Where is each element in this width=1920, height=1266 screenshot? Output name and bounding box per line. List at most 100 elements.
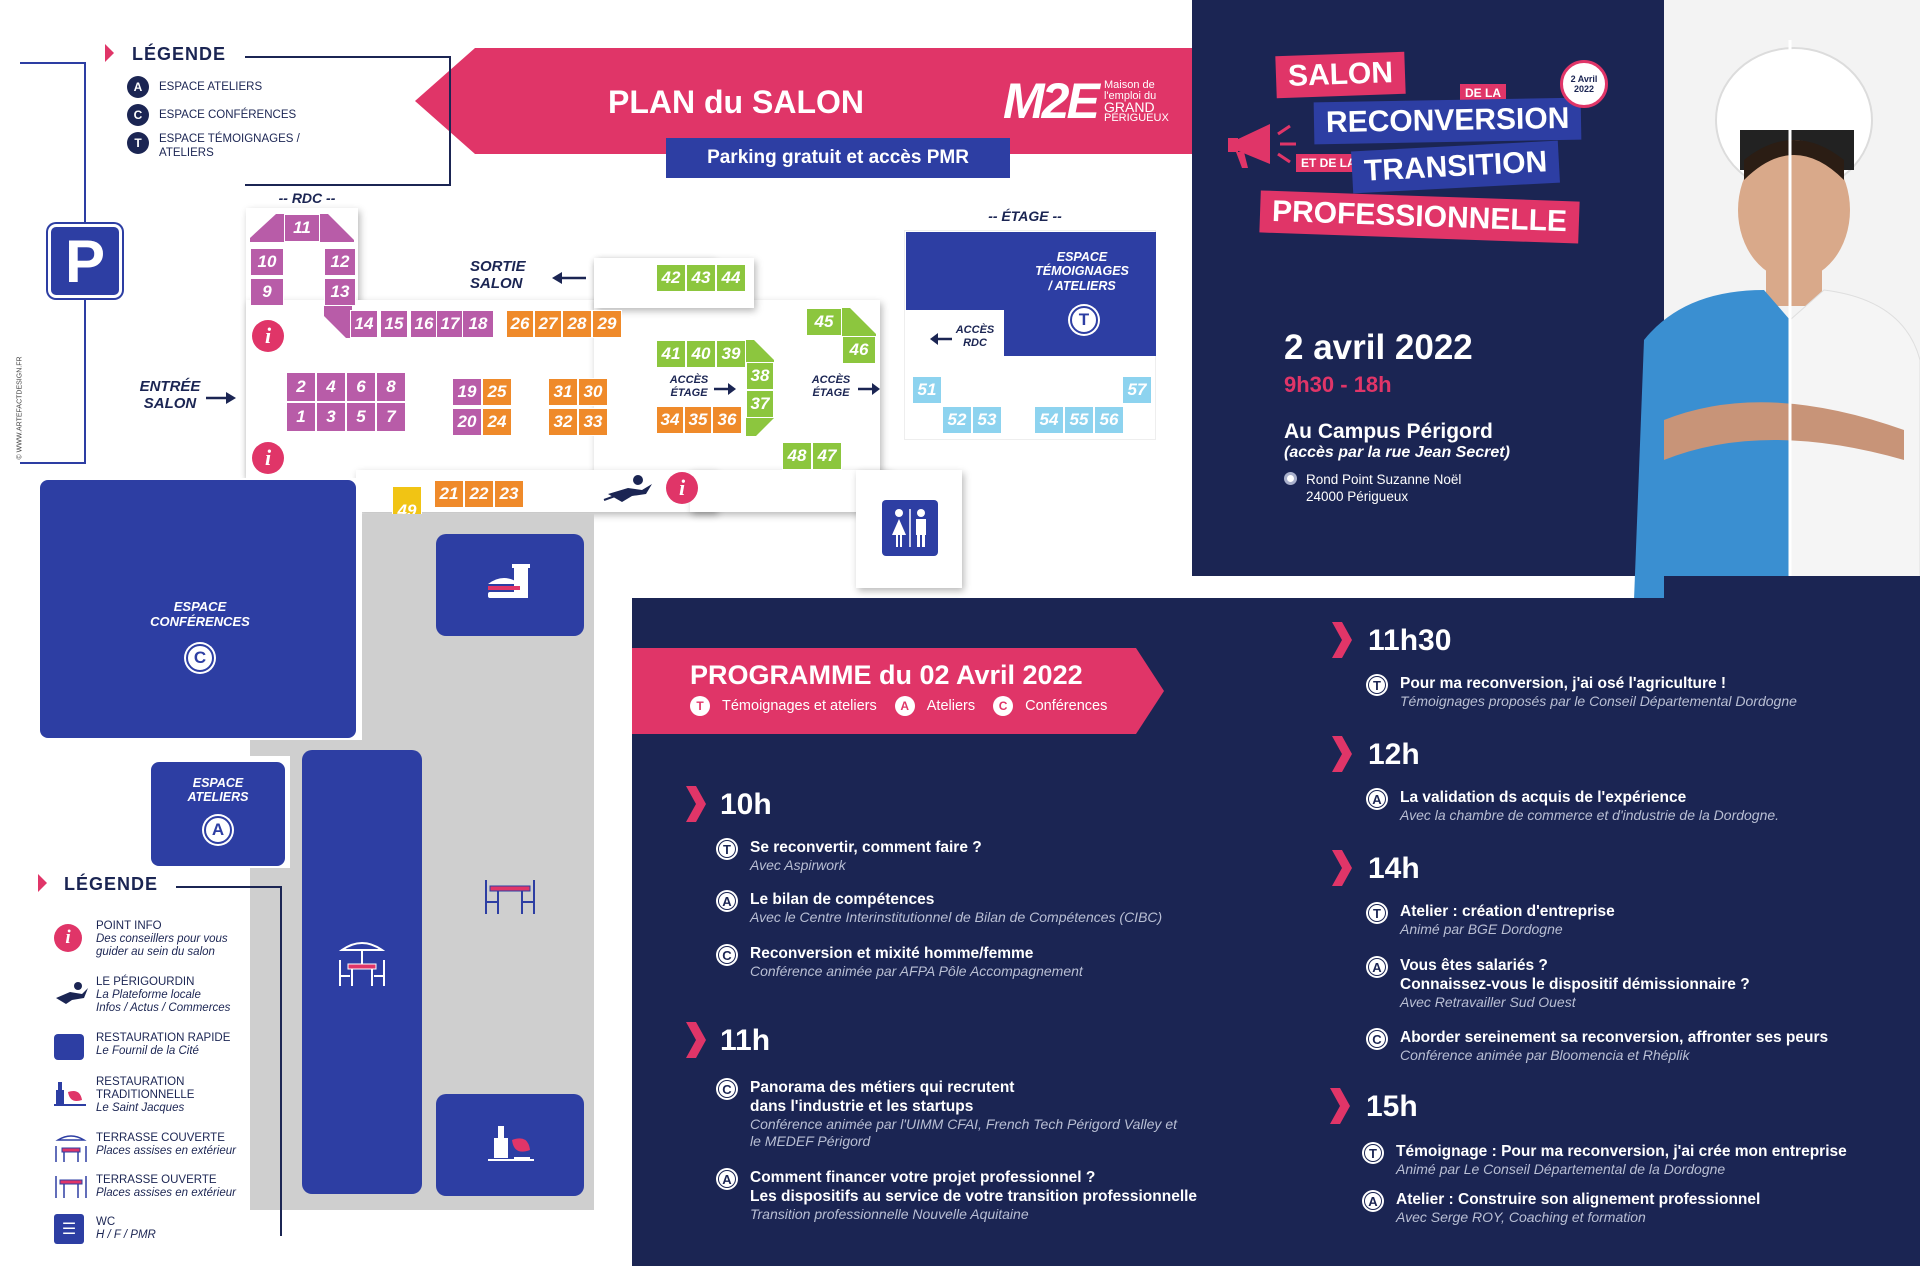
event-item[interactable]: T Se reconvertir, comment faire ? Avec A… — [716, 838, 1270, 874]
stand-35[interactable]: 35 — [684, 406, 712, 434]
ateliers-line-2: ATELIERS — [187, 790, 249, 805]
stand-25[interactable]: 25 — [482, 378, 512, 406]
stand-20[interactable]: 20 — [452, 408, 482, 436]
stand-18[interactable]: 18 — [462, 310, 494, 338]
stand-15[interactable]: 15 — [380, 310, 408, 338]
stand-41[interactable]: 41 — [656, 340, 686, 368]
restaurant-icon — [54, 1082, 86, 1106]
stand-52[interactable]: 52 — [942, 406, 972, 434]
stand-19[interactable]: 19 — [452, 378, 482, 406]
stand-34[interactable]: 34 — [656, 406, 684, 434]
stand-55[interactable]: 55 — [1064, 406, 1094, 434]
event-item[interactable]: A La validation ds acquis de l'expérienc… — [1366, 788, 1910, 824]
stand-29[interactable]: 29 — [592, 310, 622, 338]
event-item[interactable]: T Pour ma reconversion, j'ai osé l'agric… — [1366, 674, 1910, 710]
stand-13[interactable]: 13 — [324, 278, 356, 306]
stand-47[interactable]: 47 — [812, 442, 842, 470]
stand-5[interactable]: 5 — [346, 402, 376, 432]
stand-14[interactable]: 14 — [350, 310, 378, 338]
perigourdin-icon — [603, 475, 652, 502]
stand-54[interactable]: 54 — [1034, 406, 1064, 434]
event-sub: Avec Aspirwork — [750, 857, 846, 873]
stand-56[interactable]: 56 — [1094, 406, 1124, 434]
stand-57[interactable]: 57 — [1122, 376, 1152, 404]
stand-12[interactable]: 12 — [324, 248, 356, 276]
stand-36[interactable]: 36 — [712, 406, 742, 434]
stand-32[interactable]: 32 — [548, 408, 578, 436]
stand-43[interactable]: 43 — [686, 264, 716, 292]
event-item[interactable]: T Témoignage : Pour ma reconversion, j'a… — [1362, 1142, 1916, 1178]
stand-26[interactable]: 26 — [506, 310, 534, 338]
stand-3[interactable]: 3 — [316, 402, 346, 432]
stand-45[interactable]: 45 — [806, 308, 842, 336]
logo-reconversion: RECONVERSION — [1313, 97, 1582, 145]
stand-17[interactable]: 17 — [436, 310, 464, 338]
event-item[interactable]: C Reconversion et mixité homme/femme Con… — [716, 944, 1270, 980]
stand-shape-corner — [324, 306, 352, 338]
espace-conferences-zone[interactable] — [40, 480, 356, 738]
event-item[interactable]: A Vous êtes salariés ? Connaissez-vous l… — [1366, 956, 1910, 1011]
stand-23[interactable]: 23 — [494, 480, 524, 508]
badge-a-icon: A — [716, 1168, 738, 1190]
slot-chevron-icon — [1332, 850, 1352, 886]
stand-33[interactable]: 33 — [578, 408, 608, 436]
stand-44[interactable]: 44 — [716, 264, 746, 292]
covered-terrace-zone[interactable] — [302, 750, 422, 1194]
badge-t-icon: T — [1366, 674, 1388, 696]
info-point-icon[interactable]: i — [252, 320, 284, 352]
acces-etage-2-line-1: ACCÈS — [811, 374, 851, 386]
stand-46[interactable]: 46 — [842, 336, 876, 364]
stand-7[interactable]: 7 — [376, 402, 406, 432]
espace-ateliers-zone[interactable] — [151, 762, 285, 866]
stand-21[interactable]: 21 — [434, 480, 464, 508]
legend-sub: Des conseillers pour vous — [96, 933, 228, 945]
stand-51[interactable]: 51 — [912, 376, 942, 404]
stand-37[interactable]: 37 — [746, 390, 774, 418]
info-point-icon[interactable]: i — [666, 472, 698, 504]
event-item[interactable]: T Atelier : création d'entreprise Animé … — [1366, 902, 1910, 938]
stand-42[interactable]: 42 — [656, 264, 686, 292]
legend-sub: H / F / PMR — [96, 1229, 156, 1241]
badge-a-icon: A — [1366, 956, 1388, 978]
event-item[interactable]: A Comment financer votre projet professi… — [716, 1168, 1270, 1223]
event-item[interactable]: A Le bilan de compétences Avec le Centre… — [716, 890, 1270, 926]
stand-31[interactable]: 31 — [548, 378, 578, 406]
stand-8[interactable]: 8 — [376, 372, 406, 402]
logo-salon: SALON — [1275, 51, 1406, 99]
stand-1[interactable]: 1 — [286, 402, 316, 432]
info-point-icon[interactable]: i — [252, 442, 284, 474]
stand-27[interactable]: 27 — [534, 310, 562, 338]
logo-professionnelle: PROFESSIONNELLE — [1259, 190, 1580, 244]
stand-39[interactable]: 39 — [716, 340, 746, 368]
legend-label: ESPACE TÉMOIGNAGES / — [159, 133, 300, 145]
event-item[interactable]: C Aborder sereinement sa reconversion, a… — [1366, 1028, 1910, 1064]
fast-food-zone[interactable] — [436, 534, 584, 636]
stand-9[interactable]: 9 — [250, 278, 284, 306]
badge-a-icon: A — [1366, 788, 1388, 810]
badge-a-icon: A — [127, 76, 149, 98]
event-item[interactable]: A Atelier : Construire son alignement pr… — [1362, 1190, 1916, 1226]
restaurant-zone[interactable] — [436, 1094, 584, 1196]
stand-30[interactable]: 30 — [578, 378, 608, 406]
event-sub: Animé par BGE Dordogne — [1400, 921, 1563, 937]
etage-label: -- ÉTAGE -- — [988, 208, 1062, 224]
stand-4[interactable]: 4 — [316, 372, 346, 402]
stand-38[interactable]: 38 — [746, 362, 774, 390]
badge-a-icon: A — [716, 890, 738, 912]
slot-chevron-icon — [686, 1022, 706, 1058]
event-item[interactable]: C Panorama des métiers qui recrutent dan… — [716, 1078, 1270, 1150]
stand-48[interactable]: 48 — [782, 442, 812, 470]
stand-6[interactable]: 6 — [346, 372, 376, 402]
stand-53[interactable]: 53 — [972, 406, 1002, 434]
wc-icon[interactable] — [882, 500, 938, 556]
stand-40[interactable]: 40 — [686, 340, 716, 368]
stand-10[interactable]: 10 — [250, 248, 284, 276]
stand-28[interactable]: 28 — [562, 310, 592, 338]
stand-24[interactable]: 24 — [482, 408, 512, 436]
stand-11[interactable]: 11 — [284, 214, 320, 242]
programme-ribbon-shape — [632, 648, 1164, 734]
event-time: 9h30 - 18h — [1284, 372, 1392, 397]
stand-2[interactable]: 2 — [286, 372, 316, 402]
stand-22[interactable]: 22 — [464, 480, 494, 508]
stand-16[interactable]: 16 — [410, 310, 438, 338]
